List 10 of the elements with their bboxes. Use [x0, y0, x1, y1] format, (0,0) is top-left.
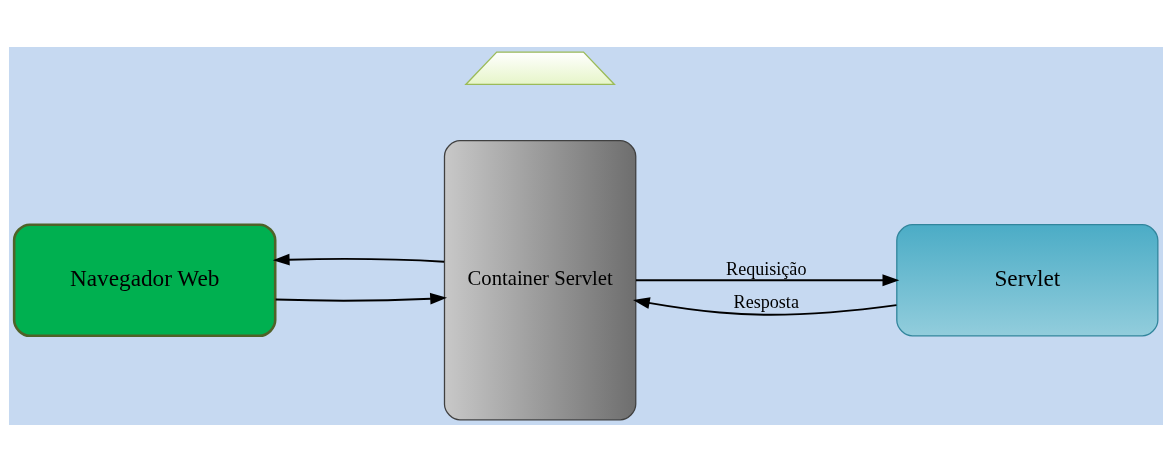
node-trapezium	[464, 51, 616, 86]
arrow	[632, 297, 898, 316]
arrow	[274, 292, 447, 305]
node-box: Navegador Web	[12, 223, 277, 338]
node-box: Servlet	[896, 224, 1159, 337]
arrow	[272, 253, 446, 266]
edge-label: Resposta	[733, 291, 799, 312]
node-box: Container Servlet	[443, 140, 637, 421]
edge-label: Requisição	[726, 259, 807, 280]
arrow	[635, 274, 900, 287]
